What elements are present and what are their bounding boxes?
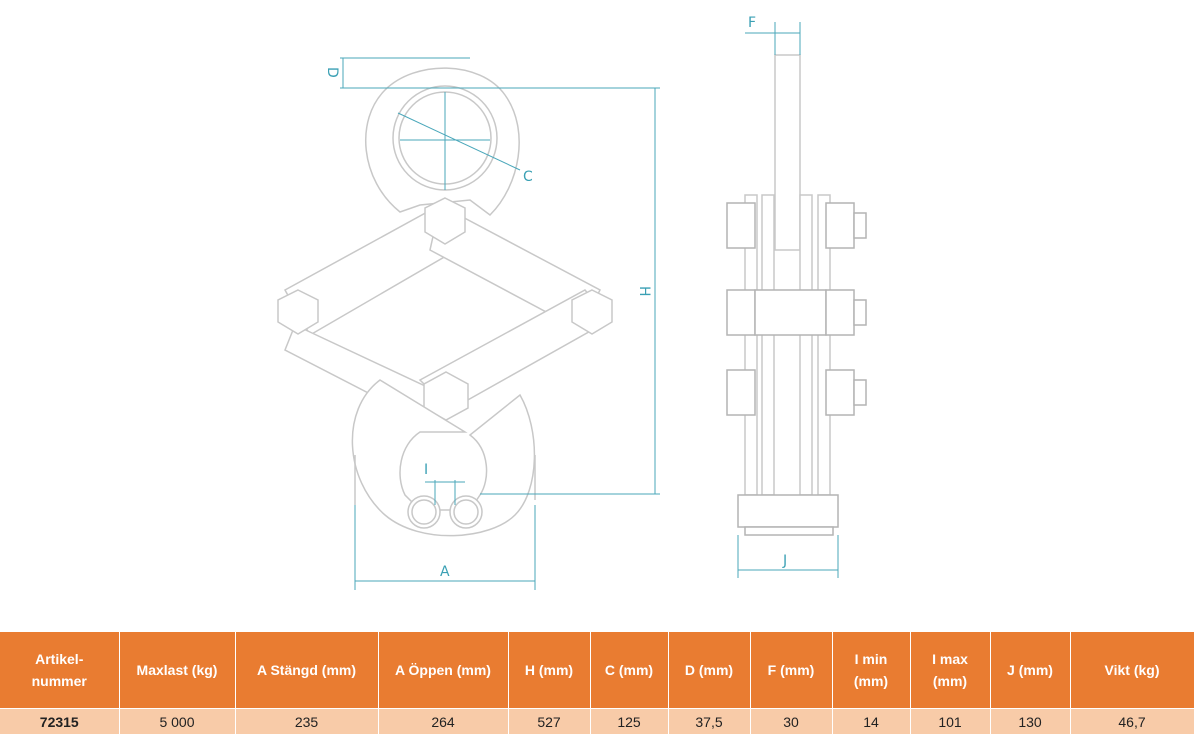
cell-a-open: 264 [378, 709, 508, 734]
side-eye-plate [775, 55, 800, 250]
header-max-load: Maxlast (kg) [119, 632, 235, 709]
side-bolt-mid-shank [755, 290, 826, 335]
cell-d: 37,5 [668, 709, 750, 734]
clamped-bar-right-inner [454, 500, 478, 524]
cell-article-number: 72315 [0, 709, 119, 734]
side-bolt-mid-nut [826, 290, 854, 335]
cell-c: 125 [590, 709, 668, 734]
side-bolt-top-nut [826, 203, 854, 248]
header-i-max: I max (mm) [910, 632, 990, 709]
cell-max-load: 5 000 [119, 709, 235, 734]
header-d: D (mm) [668, 632, 750, 709]
dim-label-j: J [782, 553, 787, 569]
header-f: F (mm) [750, 632, 832, 709]
cell-i-max: 101 [910, 709, 990, 734]
cell-h: 527 [508, 709, 590, 734]
side-plate-3 [800, 195, 812, 495]
dim-label-d: D [324, 67, 340, 78]
header-c: C (mm) [590, 632, 668, 709]
header-h: H (mm) [508, 632, 590, 709]
cell-a-closed: 235 [235, 709, 378, 734]
side-bolt-low-nut [826, 370, 854, 415]
header-weight: Vikt (kg) [1070, 632, 1194, 709]
side-jaw-base [738, 495, 838, 527]
dim-label-c: C [523, 169, 533, 185]
technical-drawing: D C H I A [0, 0, 1194, 600]
cell-j: 130 [990, 709, 1070, 734]
side-bolt-mid-tip [854, 300, 866, 325]
clamped-bar-left-inner [412, 500, 436, 524]
table-row: 72315 5 000 235 264 527 125 37,5 30 14 1… [0, 709, 1194, 734]
specification-table: Artikel- nummer Maxlast (kg) A Stängd (m… [0, 632, 1194, 734]
table-header-row: Artikel- nummer Maxlast (kg) A Stängd (m… [0, 632, 1194, 709]
header-a-open: A Öppen (mm) [378, 632, 508, 709]
header-a-closed: A Stängd (mm) [235, 632, 378, 709]
cell-f: 30 [750, 709, 832, 734]
side-bolt-low-tip [854, 380, 866, 405]
side-bolt-mid-head [727, 290, 755, 335]
dim-label-h: H [636, 286, 652, 297]
side-bolt-low-head [727, 370, 755, 415]
cell-i-min: 14 [832, 709, 910, 734]
side-plate-2 [762, 195, 774, 495]
side-bolt-top-tip [854, 213, 866, 238]
side-view [727, 55, 866, 535]
dim-label-f: F [748, 15, 756, 31]
side-jaw-foot [745, 527, 833, 535]
header-i-min: I min (mm) [832, 632, 910, 709]
header-j: J (mm) [990, 632, 1070, 709]
header-article-number: Artikel- nummer [0, 632, 119, 709]
side-bolt-top-head [727, 203, 755, 248]
dim-label-a: A [440, 564, 450, 580]
dim-label-i: I [424, 462, 428, 478]
cell-weight: 46,7 [1070, 709, 1194, 734]
